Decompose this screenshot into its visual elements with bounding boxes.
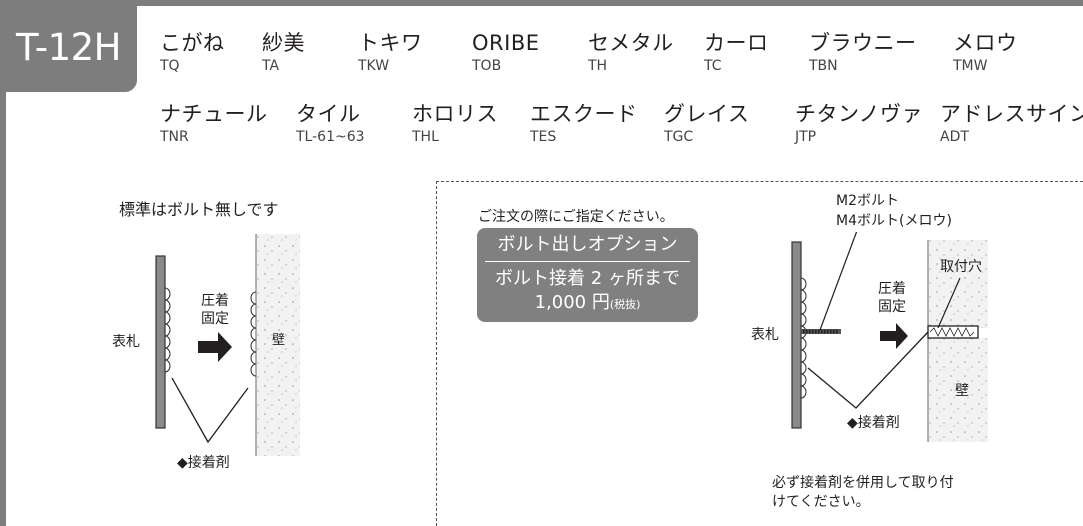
color-code: TA (262, 58, 280, 74)
color-code: TC (704, 58, 722, 74)
color-item-tmw: メロウ TMW (953, 30, 1018, 75)
color-name: こがね (160, 31, 225, 55)
color-code: TH (588, 58, 608, 74)
color-code: TMW (953, 58, 988, 74)
option-press-label-1: 圧着 (878, 281, 906, 297)
wall-block-lower (928, 338, 988, 442)
option-plate-label: 表札 (751, 327, 779, 343)
press-arrow (198, 332, 232, 362)
color-code: TNR (160, 129, 189, 145)
bolt-option-tax-note: (税抜) (609, 298, 641, 311)
standard-press-label-1: 圧着 (201, 293, 229, 309)
adhesive-bumps-plate (164, 287, 171, 373)
color-item-tnr: ナチュール TNR (160, 101, 268, 146)
bolt-option-divider (485, 261, 690, 262)
color-code: TKW (358, 58, 390, 74)
section-divider-horizontal (436, 181, 1083, 182)
color-name: ブラウニー (809, 31, 917, 55)
standard-adhesive-label: ◆接着剤 (177, 455, 230, 471)
color-code: TQ (160, 58, 180, 74)
color-name: 紗美 (262, 31, 305, 55)
section-divider-vertical (436, 181, 437, 526)
model-code-badge: T-12H (0, 0, 137, 92)
standard-press-label-2: 固定 (201, 311, 229, 327)
standard-note: 標準はボルト無しです (119, 200, 279, 219)
color-item-tes: エスクード TES (530, 101, 638, 146)
mount-hole-thread (929, 327, 975, 337)
color-item-ta: 紗美 TA (262, 30, 305, 75)
color-code: TOB (472, 58, 502, 74)
frame-left-border (0, 0, 6, 526)
press-arrow (880, 323, 908, 349)
color-item-tq: こがね TQ (160, 30, 225, 75)
color-name: トキワ (358, 31, 423, 55)
color-name: チタンノヴァ (795, 102, 923, 126)
standard-plate-label: 表札 (112, 334, 140, 350)
bolt-label-m2: M2ボルト (836, 193, 899, 209)
footnote-line-1: 必ず接着剤を併用して取り付 (772, 475, 954, 491)
bolt-option-line1: ボルト接着 2 ヶ所まで (495, 268, 680, 289)
color-code: TBN (809, 58, 838, 74)
color-name: ナチュール (160, 102, 268, 126)
bolt-label-m4: M4ボルト(メロウ) (836, 213, 952, 229)
bolt-option-price: 1,000 円 (534, 292, 610, 313)
color-code: JTP (795, 129, 817, 145)
nameplate-bar (791, 241, 802, 429)
standard-wall-label: 壁 (272, 333, 286, 348)
frame-top-border (0, 0, 1083, 6)
color-item-tc: カーロ TC (704, 30, 769, 75)
adhesive-pointer (171, 377, 249, 444)
color-item-tob: ORIBE TOB (472, 30, 540, 75)
standard-mount-diagram (155, 234, 300, 456)
hole-pointer (937, 277, 961, 329)
option-adhesive-label: ◆接着剤 (847, 415, 900, 431)
color-item-tbn: ブラウニー TBN (809, 30, 917, 75)
color-item-jtp: チタンノヴァ JTP (795, 101, 923, 146)
color-name: ORIBE (472, 31, 540, 55)
order-note: ご注文の際にご指定ください。 (478, 209, 674, 225)
nameplate-bar (155, 255, 166, 429)
bolt-option-price-line: 1,000 円(税抜) (477, 291, 698, 317)
color-name: アドレスサイン (940, 102, 1083, 126)
adhesive-bumps-wall (250, 291, 257, 377)
color-item-adt: アドレスサイン ADT (940, 101, 1083, 146)
adhesive-pointer (807, 331, 929, 409)
color-name: カーロ (704, 31, 769, 55)
color-name: セメタル (588, 31, 674, 55)
bolt-option-title: ボルト出しオプション (497, 234, 678, 255)
footnote-line-2: けてください。 (772, 494, 870, 510)
color-name: メロウ (953, 31, 1018, 55)
color-item-th: セメタル TH (588, 30, 674, 75)
wall-block (256, 234, 300, 456)
bolt-option-box: ボルト出しオプション ボルト接着 2 ヶ所まで 1,000 円(税抜) (477, 228, 698, 322)
color-name: エスクード (530, 102, 638, 126)
color-code: TGC (664, 129, 694, 145)
color-item-tgc: グレイス TGC (664, 101, 749, 146)
bolt-pointer (819, 232, 858, 331)
color-name: ホロリス (412, 102, 498, 126)
option-press-label-2: 固定 (878, 299, 906, 315)
color-item-tkw: トキワ TKW (358, 30, 423, 75)
color-name: タイル (296, 102, 361, 126)
hole-label: 取付穴 (940, 259, 982, 275)
color-code: TL-61~63 (296, 129, 365, 145)
mount-hole (927, 325, 979, 339)
color-item-thl: ホロリス THL (412, 101, 498, 146)
option-wall-label: 壁 (955, 383, 969, 399)
color-name: グレイス (664, 102, 750, 126)
color-code: THL (412, 129, 439, 145)
color-code: TES (530, 129, 557, 145)
color-code: ADT (940, 129, 969, 145)
bolt-mount-diagram (791, 232, 988, 442)
adhesive-bumps-plate (800, 277, 807, 399)
color-item-tl: タイル TL-61~63 (296, 101, 365, 146)
model-code: T-12H (16, 25, 121, 69)
